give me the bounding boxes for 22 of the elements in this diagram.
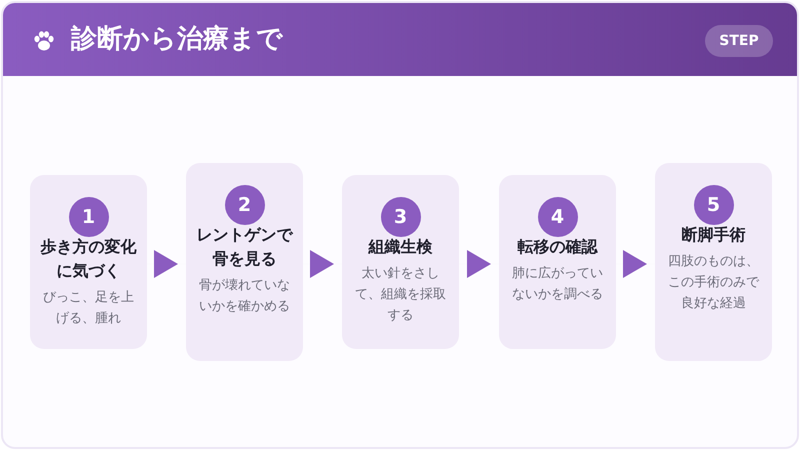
step-description: 四肢のものは、この手術のみで良好な経過 — [667, 253, 760, 313]
step-card — [655, 163, 772, 361]
step-description: 骨が壊れていないかを確かめる — [198, 277, 291, 316]
step-title: 歩き方の変化に気づく — [39, 236, 138, 282]
step-title: レントゲンで骨を見る — [196, 224, 294, 270]
step-number: 5 — [694, 185, 734, 225]
step-number: 2 — [224, 185, 264, 225]
step-title: 転移の確認 — [516, 236, 599, 258]
step-description: 肺に広がっていないかを調べる — [511, 265, 604, 304]
step-number: 1 — [68, 197, 108, 237]
step-badge: STEP — [705, 25, 773, 57]
step-number: 4 — [538, 197, 578, 237]
step-title: 断脚手術 — [680, 224, 746, 246]
step-card — [30, 175, 147, 349]
step-title: 組織生検 — [367, 236, 434, 258]
step-card — [342, 175, 459, 349]
step-card — [186, 163, 303, 361]
step-description: 太い針をさして、組織を採取する — [354, 265, 447, 325]
title: 診断から治療まで — [71, 23, 283, 56]
step-card — [499, 175, 616, 349]
step-number: 3 — [380, 197, 420, 237]
step-description: びっこ、足を上げる、腫れ — [42, 289, 135, 328]
